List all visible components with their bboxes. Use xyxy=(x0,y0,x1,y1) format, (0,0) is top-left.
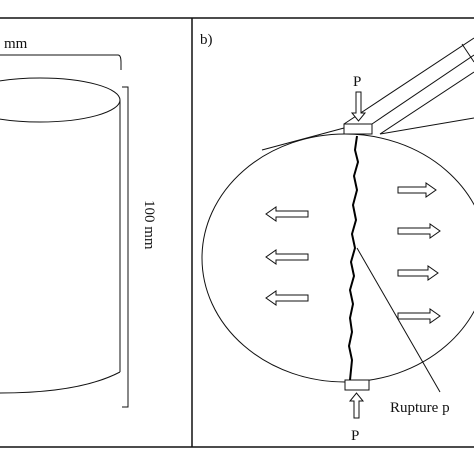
bottom-bearing-block xyxy=(344,379,370,391)
top-bearing-block xyxy=(343,123,373,135)
specimen-cross-section xyxy=(201,133,474,383)
rupture-crack xyxy=(347,135,360,381)
tension-arrow-left-2 xyxy=(265,249,309,265)
rupture-leader-line xyxy=(356,247,441,393)
width-dimension-label: mm xyxy=(4,36,28,52)
rupture-label: Rupture p xyxy=(390,400,450,416)
perspective-line-top-right xyxy=(379,117,474,135)
tension-arrow-right-2 xyxy=(397,223,441,239)
panel-b-label: b) xyxy=(200,32,213,48)
cylinder-bottom-arc xyxy=(0,371,121,394)
top-loading-strip xyxy=(343,37,474,135)
cylinder-top-ellipse xyxy=(0,77,121,123)
bottom-load-label: P xyxy=(351,428,359,444)
top-load-arrow xyxy=(350,91,367,122)
panel-a: mm 100 mm xyxy=(0,36,157,408)
tension-arrow-left-3 xyxy=(265,290,309,306)
tension-arrow-right-3 xyxy=(397,265,439,281)
tension-arrow-right-1 xyxy=(397,182,437,198)
bottom-load-arrow xyxy=(348,392,365,419)
top-load-label: P xyxy=(353,74,361,90)
height-dimension-label: 100 mm xyxy=(141,200,157,250)
panel-b: b) P P xyxy=(200,32,474,444)
tension-arrow-left-1 xyxy=(265,206,309,222)
width-dimension-bracket xyxy=(0,54,122,70)
tension-arrow-right-4 xyxy=(397,308,441,324)
perspective-line-top xyxy=(261,127,345,151)
height-dimension-bracket xyxy=(122,86,129,408)
